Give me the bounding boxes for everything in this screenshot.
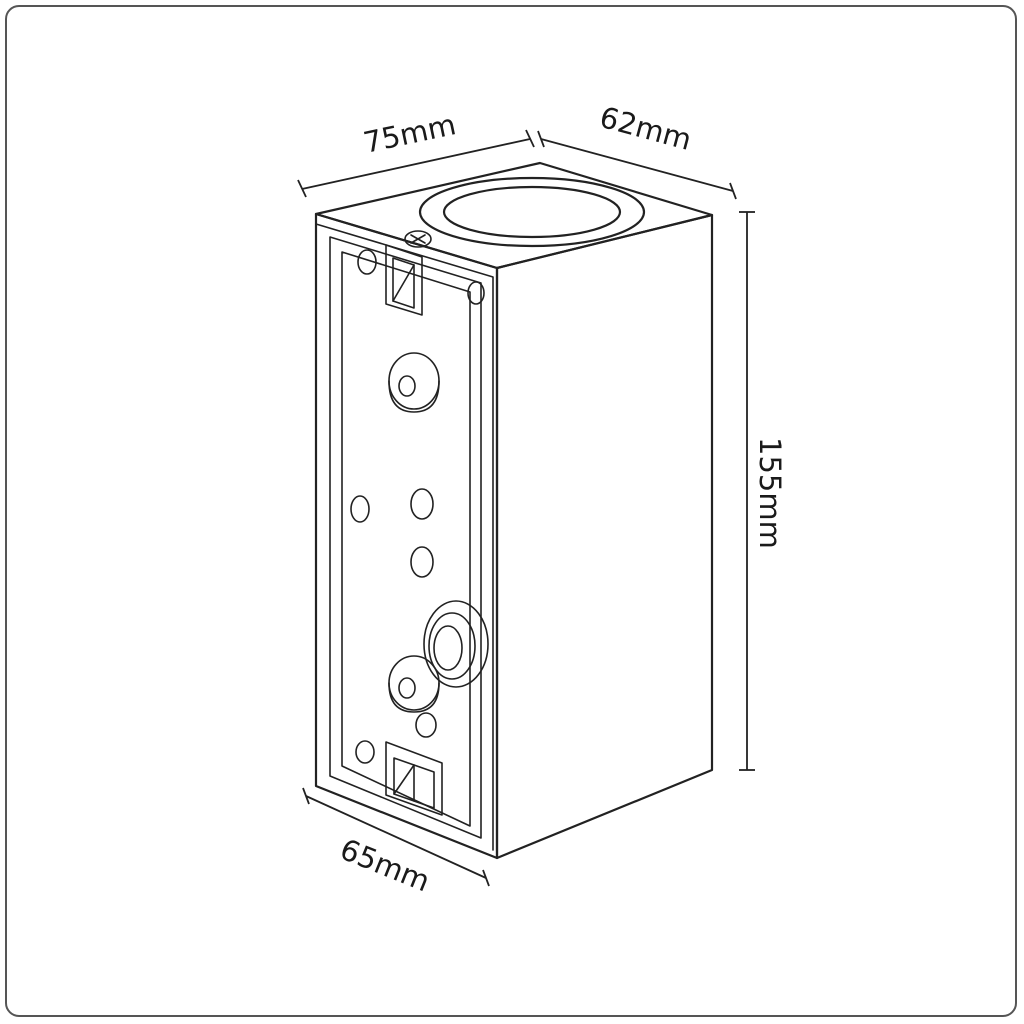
dimension-width-front xyxy=(297,129,535,198)
dimension-depth-side xyxy=(537,130,737,200)
hole-mid-lower xyxy=(410,546,434,578)
label-width-front: 75mm xyxy=(360,107,458,160)
lower-boss xyxy=(388,655,440,713)
top-mounting-slot xyxy=(385,244,423,316)
hole-bottom-left xyxy=(355,740,375,764)
hole-top-left xyxy=(357,249,377,275)
bottom-mounting-slot xyxy=(385,741,443,816)
label-width-bottom: 65mm xyxy=(335,832,434,899)
opening-outer-ring xyxy=(418,176,646,248)
dimension-height xyxy=(739,211,755,771)
label-depth-side: 62mm xyxy=(596,100,695,157)
upper-boss xyxy=(388,352,440,413)
mounting-holes xyxy=(350,249,485,764)
right-face xyxy=(495,213,714,860)
hole-mid-left xyxy=(350,495,370,523)
box-body xyxy=(314,161,714,860)
back-plate-rim xyxy=(315,223,494,851)
top-light-opening xyxy=(418,176,646,248)
screw-icon xyxy=(404,230,432,248)
image-frame xyxy=(5,5,1017,1017)
hole-top-right xyxy=(467,281,485,305)
opening-inner-ring xyxy=(442,185,622,239)
label-height: 155mm xyxy=(753,437,787,549)
cable-gland xyxy=(423,600,489,688)
hole-mid-upper xyxy=(410,488,434,520)
back-plate-inner xyxy=(329,236,482,839)
back-plate-recess xyxy=(341,251,471,827)
back-plate-outer xyxy=(314,212,499,860)
dimension-width-bottom xyxy=(302,787,490,887)
hole-bottom xyxy=(415,712,437,738)
